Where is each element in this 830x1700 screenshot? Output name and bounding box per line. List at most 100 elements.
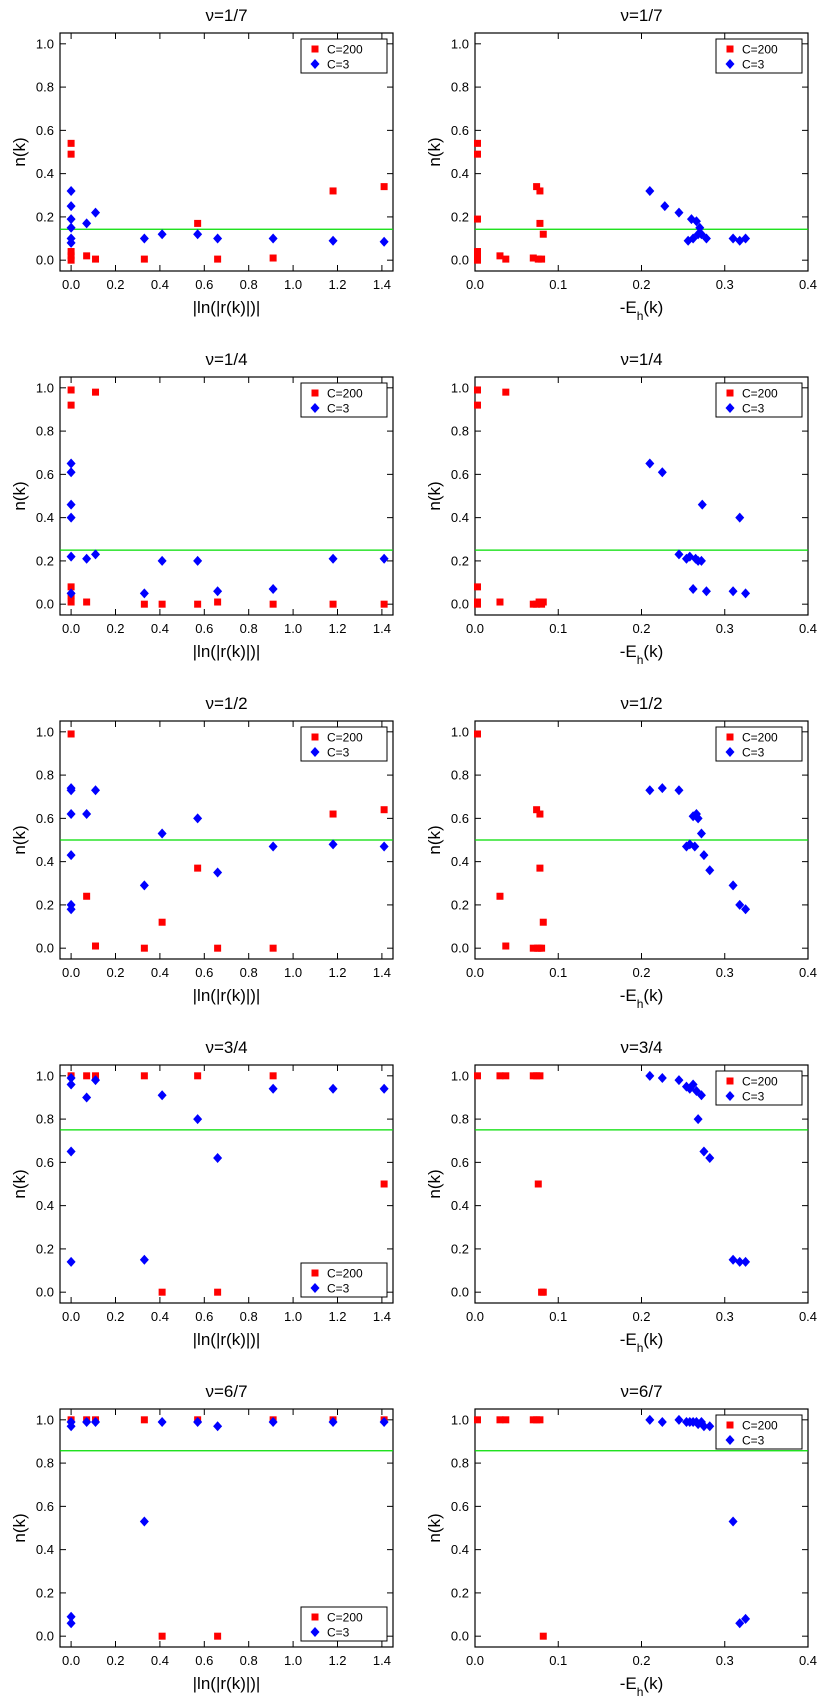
data-point-square	[533, 806, 541, 814]
data-point-square	[140, 944, 148, 952]
data-point-diamond	[674, 207, 684, 218]
data-point-diamond	[66, 214, 76, 225]
x-tick-label: 0.4	[799, 965, 817, 980]
data-point-square	[92, 388, 100, 396]
y-tick-label: 1.0	[451, 380, 469, 395]
chart-title: ν=6/7	[620, 1382, 662, 1401]
x-tick-label: 1.4	[373, 277, 391, 292]
data-point-diamond	[645, 1414, 655, 1425]
data-point-diamond	[693, 1114, 703, 1125]
x-tick-label: 0.1	[549, 965, 567, 980]
data-point-diamond	[645, 1070, 655, 1081]
data-point-diamond	[645, 185, 655, 196]
data-point-square	[67, 598, 75, 606]
data-point-diamond	[66, 1146, 76, 1157]
y-tick-label: 0.0	[36, 1285, 54, 1300]
chart-title: ν=3/4	[205, 1038, 247, 1057]
y-tick-label: 0.4	[36, 854, 54, 869]
series-c3	[645, 783, 751, 915]
data-point-diamond	[328, 1083, 338, 1094]
data-point-square	[496, 1416, 504, 1424]
x-tick-label: 0.4	[799, 1653, 817, 1668]
legend-marker-square	[726, 1421, 734, 1429]
x-tick-label: 1.4	[373, 965, 391, 980]
data-point-square	[67, 386, 75, 394]
data-point-square	[473, 1416, 481, 1424]
x-axis-label: -Eh(k)	[620, 298, 664, 323]
data-point-square	[539, 598, 547, 606]
x-tick-label: 0.2	[632, 621, 650, 636]
data-point-diamond	[213, 233, 223, 244]
data-point-diamond	[213, 1421, 223, 1432]
legend-marker-diamond	[310, 59, 320, 69]
data-point-square	[473, 215, 481, 223]
data-point-diamond	[193, 1416, 203, 1427]
data-point-square	[83, 892, 91, 900]
y-axis-label: n(k)	[425, 1169, 444, 1198]
data-point-square	[67, 583, 75, 591]
data-point-square	[214, 944, 222, 952]
y-tick-label: 0.2	[451, 897, 469, 912]
y-tick-label: 0.8	[36, 424, 54, 439]
data-point-diamond	[699, 1421, 709, 1432]
legend-label: C=3	[327, 1626, 350, 1640]
legend-marker-diamond	[725, 1435, 735, 1445]
data-point-square	[538, 255, 546, 263]
x-tick-label: 0.0	[466, 1653, 484, 1668]
data-point-diamond	[82, 553, 92, 564]
x-tick-label: 0.3	[716, 965, 734, 980]
data-point-diamond	[696, 1090, 706, 1101]
data-point-diamond	[688, 1079, 698, 1090]
data-point-diamond	[66, 201, 76, 212]
legend-label: C=3	[742, 1090, 765, 1104]
data-point-diamond	[705, 1421, 715, 1432]
data-point-diamond	[674, 549, 684, 560]
legend-marker-diamond	[310, 747, 320, 757]
legend-marker-diamond	[310, 1627, 320, 1637]
y-tick-label: 0.6	[451, 1499, 469, 1514]
data-point-diamond	[66, 551, 76, 562]
x-tick-label: 1.4	[373, 1653, 391, 1668]
data-point-square	[214, 598, 222, 606]
legend-marker-square	[726, 1077, 734, 1085]
data-point-diamond	[157, 229, 167, 240]
y-tick-label: 0.8	[451, 80, 469, 95]
data-point-diamond	[657, 1072, 667, 1083]
data-point-square	[67, 252, 75, 260]
data-point-square	[536, 187, 544, 195]
data-point-diamond	[66, 512, 76, 523]
data-point-square	[502, 942, 510, 950]
data-point-diamond	[268, 1416, 278, 1427]
data-point-diamond	[705, 1153, 715, 1164]
x-tick-label: 0.2	[106, 1653, 124, 1668]
series-c200	[473, 139, 547, 264]
data-point-diamond	[657, 467, 667, 478]
x-tick-label: 1.0	[284, 621, 302, 636]
data-point-diamond	[699, 850, 709, 861]
legend-marker-diamond	[725, 59, 735, 69]
data-point-square	[194, 864, 202, 872]
data-point-square	[529, 944, 537, 952]
y-tick-label: 0.2	[36, 209, 54, 224]
data-point-square	[539, 918, 547, 926]
data-point-diamond	[82, 809, 92, 820]
series-c200	[473, 730, 547, 952]
data-point-diamond	[66, 809, 76, 820]
y-tick-label: 0.2	[451, 553, 469, 568]
data-point-diamond	[693, 813, 703, 824]
data-point-square	[67, 150, 75, 158]
y-tick-label: 0.4	[451, 1542, 469, 1557]
legend-label: C=200	[327, 1611, 363, 1625]
x-tick-label: 1.2	[328, 1309, 346, 1324]
y-tick-label: 0.2	[451, 1585, 469, 1600]
data-point-diamond	[691, 216, 701, 227]
y-tick-label: 0.4	[451, 166, 469, 181]
data-point-diamond	[741, 1256, 751, 1267]
series-c3	[645, 1414, 751, 1629]
